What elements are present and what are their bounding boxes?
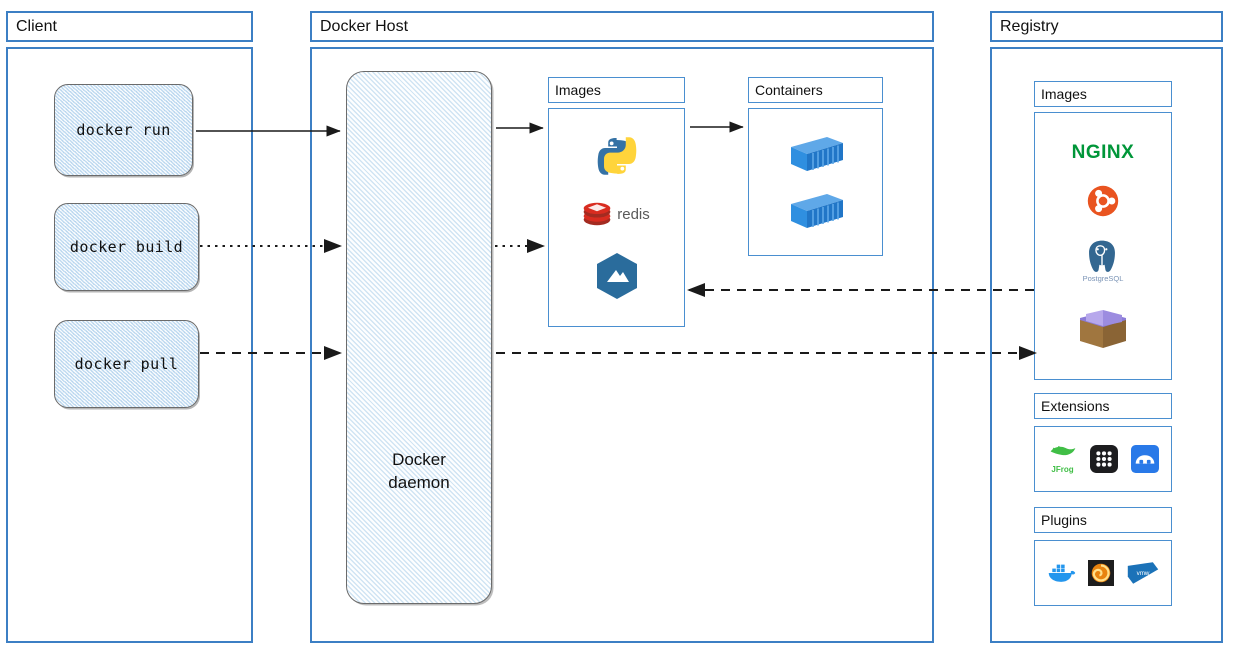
- registry-panel-title: Registry: [1000, 17, 1059, 35]
- registry-plugins-header: Plugins: [1034, 507, 1172, 533]
- daemon-label-line2: daemon: [388, 472, 450, 492]
- command-label-docker-build: docker build: [69, 238, 184, 256]
- registry-images-icon-stack: NGINX PostgreSQL: [1035, 113, 1171, 379]
- registry-images-header: Images: [1034, 81, 1172, 107]
- nginx-logo-icon: NGINX: [1071, 141, 1135, 163]
- ubuntu-logo-icon: [1087, 185, 1119, 217]
- registry-plugins-label: Plugins: [1041, 512, 1087, 528]
- docker-daemon-label: Docker daemon: [388, 449, 449, 495]
- jfrog-logo-icon: JFrog: [1048, 444, 1078, 474]
- host-images-body: redis: [548, 108, 685, 327]
- registry-plugins-body: vmw: [1034, 540, 1172, 606]
- docker-daemon-box[interactable]: Docker daemon: [346, 71, 492, 604]
- registry-images-body: NGINX PostgreSQL: [1034, 112, 1172, 380]
- registry-images-label: Images: [1041, 86, 1087, 102]
- docker-host-panel-title: Docker Host: [320, 17, 409, 35]
- package-box-icon: [1076, 304, 1130, 350]
- docker-host-panel-header: Docker Host: [310, 11, 934, 42]
- cloud-storage-icon: [1130, 445, 1159, 473]
- command-box-docker-build[interactable]: docker build: [54, 203, 199, 291]
- client-panel-title: Client: [16, 17, 57, 35]
- docker-whale-logo-icon: [1047, 561, 1077, 585]
- command-box-docker-pull[interactable]: docker pull: [54, 320, 199, 408]
- daemon-label-line1: Docker: [392, 449, 446, 469]
- containers-icon-stack: [749, 109, 882, 255]
- vmware-logo-icon: vmw: [1126, 560, 1160, 586]
- containers-body: [748, 108, 883, 256]
- host-images-icon-stack: redis: [549, 109, 684, 326]
- host-images-label: Images: [555, 82, 601, 98]
- registry-plugins-icon-row: vmw: [1035, 541, 1171, 605]
- command-box-docker-run[interactable]: docker run: [54, 84, 193, 176]
- container-icon: [787, 133, 845, 175]
- containers-label: Containers: [755, 82, 823, 98]
- redis-logo-text: redis: [617, 205, 650, 223]
- client-panel-header: Client: [6, 11, 253, 42]
- registry-extensions-header: Extensions: [1034, 393, 1172, 419]
- container-icon: [787, 190, 845, 232]
- containers-header: Containers: [748, 77, 883, 103]
- registry-extensions-icon-row: JFrog: [1035, 427, 1171, 491]
- registry-extensions-label: Extensions: [1041, 398, 1110, 414]
- postgresql-logo-icon: PostgreSQL: [1083, 238, 1123, 283]
- registry-panel-header: Registry: [990, 11, 1223, 42]
- grid-app-icon: [1090, 445, 1118, 473]
- hexagon-logo-icon: [595, 252, 639, 300]
- svg-text:vmw: vmw: [1136, 570, 1149, 577]
- command-label-docker-pull: docker pull: [74, 355, 179, 373]
- host-images-header: Images: [548, 77, 685, 103]
- registry-extensions-body: JFrog: [1034, 426, 1172, 492]
- python-logo-icon: [596, 135, 638, 177]
- redis-logo-icon: redis: [583, 201, 650, 227]
- gopher-spiral-icon: [1088, 560, 1114, 586]
- command-label-docker-run: docker run: [76, 121, 171, 139]
